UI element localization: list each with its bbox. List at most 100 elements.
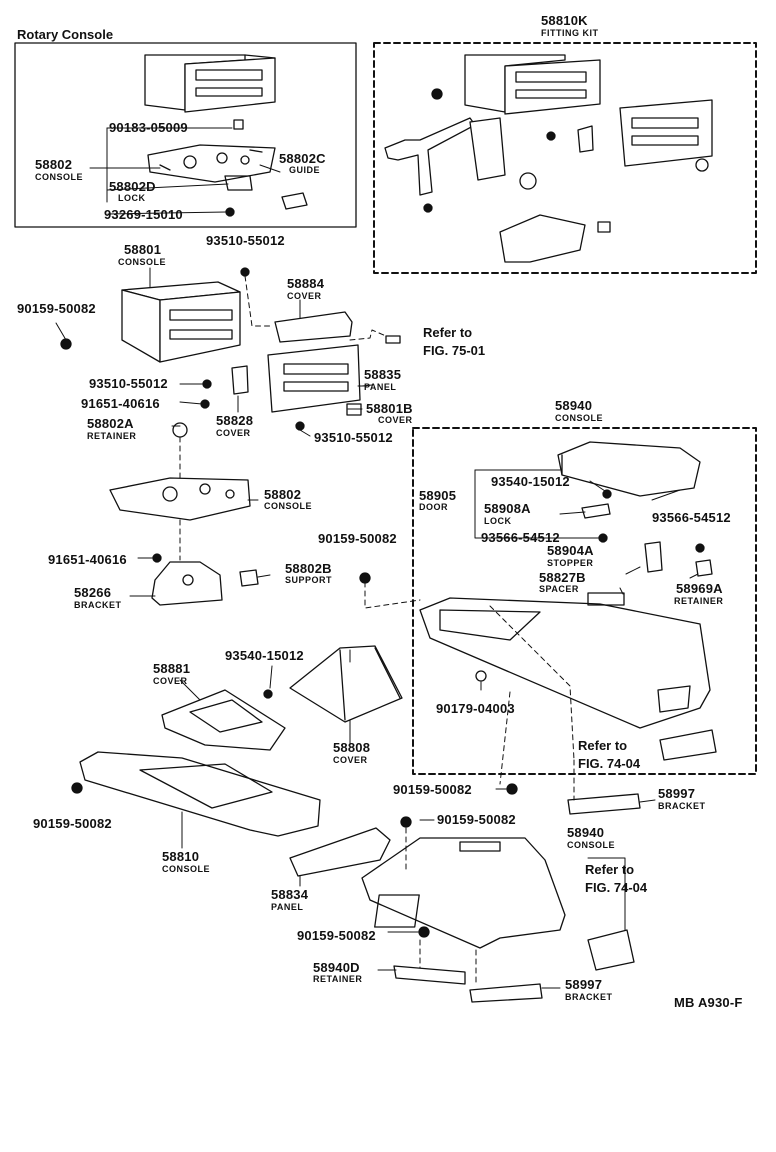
part-label: 93510-55012 xyxy=(89,376,168,391)
support-58802b xyxy=(239,569,259,587)
tray-top xyxy=(659,729,717,761)
part-label: 58835 xyxy=(364,367,402,382)
part-name: CONSOLE xyxy=(35,172,84,182)
refer-figure: FIG. 74-04 xyxy=(585,880,648,895)
part-name: CONSOLE xyxy=(555,413,604,423)
part-label: 58802 xyxy=(35,157,73,172)
part-label: 90159-50082 xyxy=(33,816,112,831)
part-name: RETAINER xyxy=(313,974,363,984)
part-label: 58997 xyxy=(565,977,603,992)
screw-93510-b xyxy=(202,379,212,389)
part-name: BRACKET xyxy=(74,600,122,610)
cover-kit xyxy=(577,125,594,153)
part-label: 58881 xyxy=(153,661,191,676)
retainer-58969a xyxy=(695,559,713,577)
part-label: 91651-40616 xyxy=(48,552,127,567)
part-name: PANEL xyxy=(271,902,304,912)
screw-90159-d xyxy=(506,783,518,795)
part-label: 93566-54512 xyxy=(481,530,560,545)
part-name: COVER xyxy=(287,291,322,301)
part-name: STOPPER xyxy=(547,558,594,568)
drawing-code: MB A930-F xyxy=(674,995,743,1010)
part-label: 93540-15012 xyxy=(491,474,570,489)
cover-58884 xyxy=(274,311,353,343)
part-name: BRACKET xyxy=(565,992,613,1002)
part-label: 58802 xyxy=(264,487,302,502)
part-name: RETAINER xyxy=(87,431,137,441)
part-label: 58904A xyxy=(547,543,594,558)
screw-small xyxy=(225,207,235,217)
refer-text: Refer to xyxy=(423,325,473,340)
part-name: CONSOLE xyxy=(118,257,167,267)
part-label: 58802C xyxy=(279,151,326,166)
lock-small xyxy=(224,175,253,191)
spacer-58827b xyxy=(587,592,625,606)
part-label: 93510-55012 xyxy=(314,430,393,445)
part-label: 58827B xyxy=(539,570,586,585)
fitting-kit-name: FITTING KIT xyxy=(541,28,599,38)
console-plate-58802 xyxy=(109,477,251,521)
console-58810 xyxy=(79,751,321,837)
part-label: 90159-50082 xyxy=(297,928,376,943)
console-plate-small xyxy=(147,144,276,183)
part-label: 58940D xyxy=(313,960,360,975)
part-label: 90159-50082 xyxy=(318,531,397,546)
part-label: 90183-05009 xyxy=(109,120,188,135)
guide-small xyxy=(281,192,308,210)
part-label: 91651-40616 xyxy=(81,396,160,411)
screw-90159-c xyxy=(71,782,83,794)
radio-console-unit-small xyxy=(144,54,276,113)
screw-93540-a xyxy=(602,489,612,499)
alignment-lines xyxy=(179,275,575,987)
nut-90179 xyxy=(475,670,487,682)
console-58940-bottom xyxy=(361,837,566,949)
part-label: 58884 xyxy=(287,276,325,291)
part-name: COVER xyxy=(153,676,188,686)
screw-90159-f xyxy=(418,926,430,938)
screw-kit-1 xyxy=(431,88,443,100)
connector-ref-75 xyxy=(385,335,401,344)
part-label: 58802B xyxy=(285,561,332,576)
cover-58881 xyxy=(161,689,286,751)
refer-figure: FIG. 74-04 xyxy=(578,756,641,771)
part-name: CONSOLE xyxy=(162,864,211,874)
refer-text: Refer to xyxy=(578,738,628,753)
part-label: 58801B xyxy=(366,401,413,416)
part-name: CONSOLE xyxy=(567,840,616,850)
part-label: 58802A xyxy=(87,416,134,431)
part-name: BRACKET xyxy=(658,801,706,811)
screw-93566-a xyxy=(695,543,705,553)
armrest-door-58905 xyxy=(557,441,701,497)
part-name: SUPPORT xyxy=(285,575,333,585)
part-label: 93540-15012 xyxy=(225,648,304,663)
part-label: 58969A xyxy=(676,581,723,596)
part-label: 58828 xyxy=(216,413,254,428)
bracket-58266 xyxy=(151,561,223,606)
bracket-kit xyxy=(384,117,476,196)
panel-kit xyxy=(619,99,713,167)
part-label: 58808 xyxy=(333,740,371,755)
refer-text: Refer to xyxy=(585,862,635,877)
part-name: PANEL xyxy=(364,382,397,392)
screw-90159-a xyxy=(60,338,72,350)
leader-lines xyxy=(55,127,699,989)
part-label: 93510-55012 xyxy=(206,233,285,248)
refer-figure: FIG. 75-01 xyxy=(423,343,486,358)
cap-kit xyxy=(695,158,709,172)
part-name: COVER xyxy=(216,428,251,438)
shift-boot-58808 xyxy=(289,645,403,723)
retainer-58940d xyxy=(393,965,466,985)
part-label: 90159-50082 xyxy=(393,782,472,797)
clip-small xyxy=(233,119,244,130)
panel-58834 xyxy=(289,827,391,877)
console-58940-top xyxy=(419,597,711,729)
screw-93510-c xyxy=(295,421,305,431)
rotary-console-frame xyxy=(14,42,357,228)
part-label: 58905 xyxy=(419,488,457,503)
grommet-kit xyxy=(519,172,537,190)
part-label: 58940 xyxy=(555,398,593,413)
screw-kit-2 xyxy=(546,131,556,141)
screw-90159-e xyxy=(400,816,412,828)
cover-58828 xyxy=(231,365,249,395)
